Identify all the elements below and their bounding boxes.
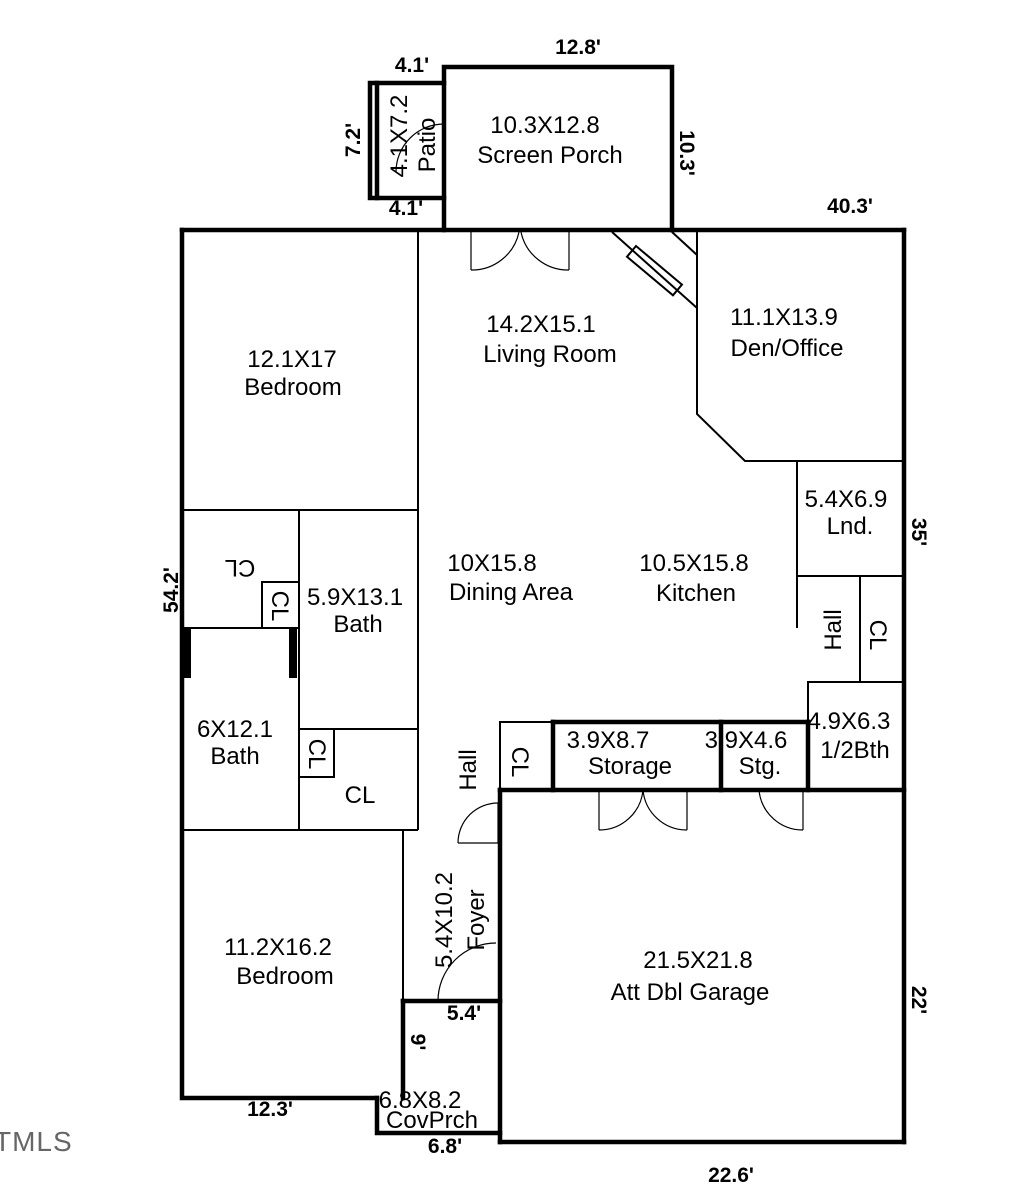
dimension-labels: 4.1' 4.1' 7.2' 12.8' 10.3' 40.3' 54.2' 3… (160, 36, 930, 1187)
bedroom-1-name: Bedroom (244, 374, 341, 401)
dim-bedroom-bottom: 12.3' (247, 1098, 293, 1121)
covered-porch-name: CovPrch (386, 1107, 478, 1134)
laundry-name: Lnd. (827, 513, 874, 540)
dim-house-top: 40.3' (827, 195, 873, 218)
dim-patio-side: 7.2' (342, 123, 365, 157)
bath-2-size: 6X12.1 (197, 716, 273, 743)
den-office-name: Den/Office (731, 335, 844, 362)
dim-patio-bottom: 4.1' (389, 197, 423, 220)
hall-label-left: Hall (455, 749, 482, 790)
foyer-size: 5.4X10.2 (431, 872, 458, 968)
storage-small-name: Stg. (739, 753, 782, 780)
screen-porch-name: Screen Porch (477, 142, 622, 169)
interior-walls (182, 231, 904, 1001)
dim-garage-bottom: 22.6' (708, 1164, 754, 1187)
room-labels: 10.3X12.8 Screen Porch 4.1X7.2 Patio 14.… (197, 95, 891, 1134)
garage-name: Att Dbl Garage (611, 979, 770, 1006)
dim-right-upper: 35' (907, 518, 930, 546)
bedroom-2-size: 11.2X16.2 (224, 934, 332, 961)
living-room-name: Living Room (483, 341, 616, 368)
dim-patio-top: 4.1' (395, 54, 429, 77)
laundry-size: 5.4X6.9 (805, 486, 888, 513)
dim-porch-side: 10.3' (675, 130, 698, 176)
closet-label-bath: CL (225, 554, 256, 581)
patio-size: 4.1X7.2 (386, 95, 413, 178)
kitchen-name: Kitchen (656, 580, 736, 607)
half-bath-name: 1/2Bth (820, 737, 889, 764)
half-bath-size: 4.9X6.3 (808, 708, 891, 735)
dim-foyer-bottom: 5.4' (447, 1002, 481, 1025)
storage-small-size: 3.9X4.6 (705, 727, 788, 754)
foyer-name: Foyer (463, 889, 490, 950)
kitchen-size: 10.5X15.8 (639, 550, 748, 577)
closet-label-vertical: CL (303, 739, 330, 770)
dining-area-name: Dining Area (449, 579, 574, 606)
bedroom-1-size: 12.1X17 (247, 346, 336, 373)
door-swings (395, 123, 804, 1002)
garage-size: 21.5X21.8 (643, 947, 752, 974)
dim-house-left: 54.2' (160, 567, 183, 613)
den-office-size: 11.1X13.9 (730, 304, 838, 331)
dim-covprch-bottom: 6.8' (428, 1135, 462, 1158)
storage-size: 3.9X8.7 (567, 727, 650, 754)
closet-label-small: CL (266, 591, 293, 622)
dining-area-size: 10X15.8 (447, 550, 536, 577)
patio-name: Patio (414, 118, 441, 173)
screen-porch-size: 10.3X12.8 (490, 112, 599, 139)
covered-porch-size: 6.8X8.2 (379, 1087, 462, 1114)
bath-1-size: 5.9X13.1 (307, 584, 403, 611)
bedroom-2-name: Bedroom (236, 963, 333, 990)
dim-right-lower: 22' (907, 986, 930, 1014)
storage-name: Storage (588, 753, 672, 780)
closet-label-hall: CL (506, 747, 533, 778)
dim-porch-top: 12.8' (555, 36, 601, 59)
closet-label-bottom: CL (345, 782, 376, 809)
bath-1-name: Bath (333, 611, 382, 638)
hall-label-right: Hall (820, 609, 847, 650)
watermark: TMLS (0, 1126, 73, 1157)
exterior-walls (179, 64, 907, 1145)
closet-label-right: CL (864, 620, 891, 651)
living-room-size: 14.2X15.1 (486, 311, 595, 338)
dim-covprch-side: 9' (406, 1034, 429, 1051)
bath-2-name: Bath (210, 743, 259, 770)
